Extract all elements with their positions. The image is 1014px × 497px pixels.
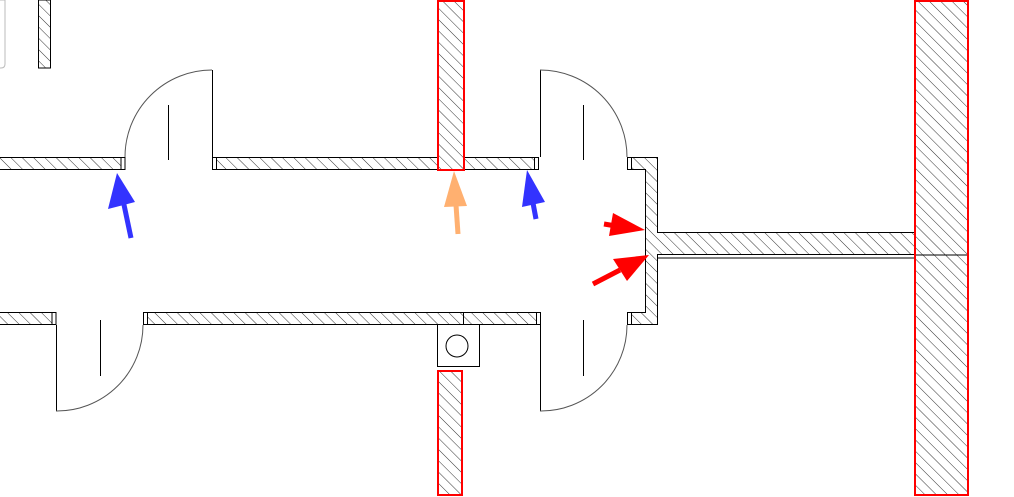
arrowhead — [108, 173, 135, 209]
wall-segment — [0, 157, 122, 170]
highlighted-pillar-bottom[interactable] — [437, 370, 463, 496]
door-bottom-right — [539, 320, 628, 412]
arrowhead — [613, 255, 649, 281]
arrow-red-upper — [603, 213, 645, 236]
door-jamb — [627, 157, 632, 170]
wall-segment — [216, 157, 535, 170]
door-jamb — [212, 157, 217, 170]
door-jamb — [534, 157, 539, 170]
wall-stub-lower-strip — [657, 254, 915, 259]
door-swing-arc — [55, 324, 144, 412]
wall-small-vertical — [38, 0, 51, 69]
wall-segment — [0, 312, 53, 325]
junction-wall — [627, 157, 915, 325]
door-bottom-left — [55, 320, 144, 412]
bottom-corridor-wall — [0, 312, 541, 325]
arrow-blue-right — [522, 170, 545, 220]
faint-frame-edge — [0, 0, 6, 69]
pipe-circle — [445, 334, 469, 358]
highlighted-pillar-top[interactable] — [437, 0, 465, 171]
door-top-left — [124, 69, 213, 160]
arrowhead — [444, 171, 467, 207]
column-highlight — [914, 0, 969, 496]
door-jamb — [627, 312, 632, 325]
door-top-right — [539, 69, 628, 160]
door-swing-arc — [539, 69, 628, 158]
door-swing-arc — [539, 324, 628, 412]
door-jamb — [143, 312, 148, 325]
door-jamb — [120, 157, 126, 170]
junction-wall-body — [631, 157, 915, 325]
arrowhead — [522, 170, 545, 207]
column-upper — [914, 0, 969, 256]
shaft-box — [437, 324, 480, 367]
door-jamb — [51, 312, 57, 325]
column-lower — [914, 254, 969, 496]
arrowhead — [609, 213, 645, 236]
arrow-blue-left — [108, 173, 135, 239]
wall-segment — [147, 312, 537, 325]
door-jamb — [536, 312, 541, 325]
arrow-red-lower — [591, 255, 649, 287]
arrow-orange-pillar — [444, 171, 467, 235]
door-swing-arc — [124, 69, 213, 158]
highlighted-column-right[interactable] — [914, 0, 969, 496]
